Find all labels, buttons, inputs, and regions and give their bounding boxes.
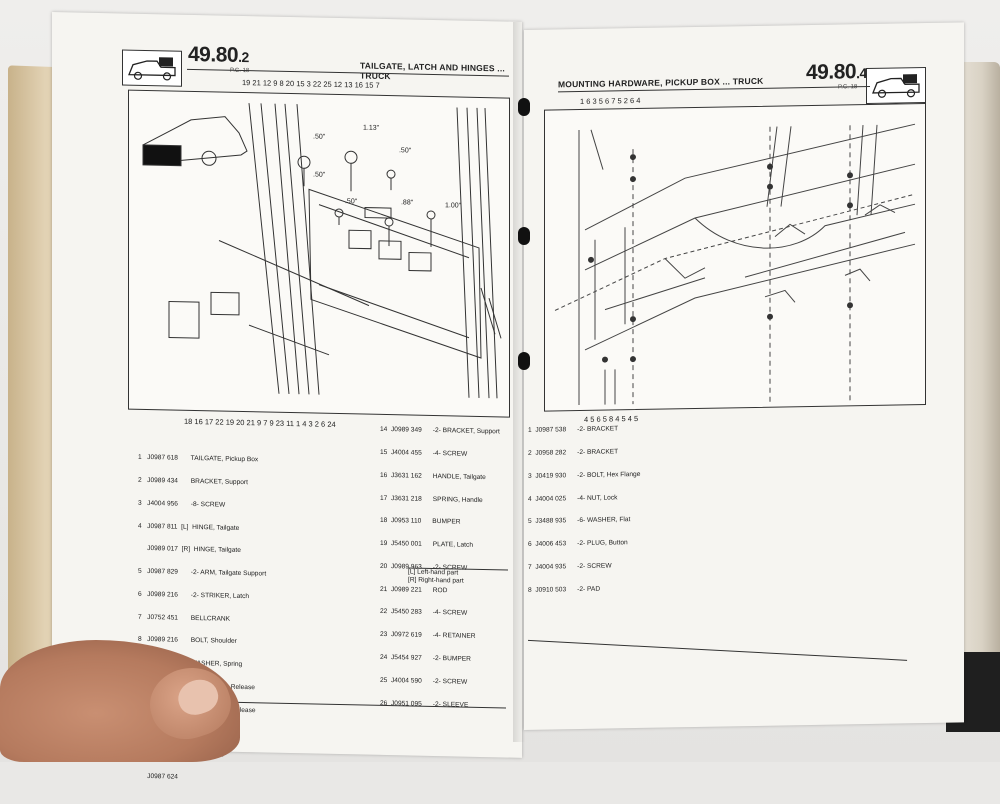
part-row: J0987 624: [138, 772, 178, 781]
part-row: 7 J4004 935 -2- SCREW: [528, 562, 612, 571]
section-number: 49.80.4: [806, 60, 867, 85]
tailgate-exploded-diagram: .50" .50" 1.13" .50" .50" .88" 1.00": [128, 89, 510, 418]
right-page: MOUNTING HARDWARE, PICKUP BOX ... TRUCK …: [524, 22, 964, 731]
part-row: 4 J0987 811 [L] HINGE, Tailgate: [138, 522, 240, 532]
part-row: 5 J3488 935 -6- WASHER, Flat: [528, 516, 631, 526]
part-row: 4 J4004 025 -4- NUT, Lock: [528, 493, 618, 503]
dimension-label: 1.13": [363, 125, 380, 132]
part-row: 1 J0987 538 -2- BRACKET: [528, 425, 619, 435]
part-row: 23 J0972 619 -4- RETAINER: [380, 631, 476, 641]
part-row: 3 J0419 930 -2- BOLT, Hex Flange: [528, 470, 641, 480]
part-row: 6 J4006 453 -2- PLUG, Button: [528, 539, 628, 549]
part-row: 24 J5454 927 -2- BUMPER: [380, 653, 471, 663]
parts-catalog-book: 49.80.2 P.C. 18 TAILGATE, LATCH AND HING…: [8, 12, 1000, 781]
part-row: 2 J0958 282 -2- BRACKET: [528, 448, 619, 457]
diagram-bottom-callouts: 18 16 17 22 19 20 21 9 7 9 23 11 1 4 3 2…: [184, 416, 336, 429]
part-row: 8 J0989 216 BOLT, Shoulder: [138, 636, 237, 646]
dimension-label: .50": [313, 171, 326, 178]
part-row: 1 J0987 618 TAILGATE, Pickup Box: [138, 453, 259, 464]
dimension-label: .88": [401, 199, 414, 206]
bottom-rule: [527, 639, 908, 661]
binder-hole: [518, 352, 530, 370]
part-row: 8 J0910 503 -2- PAD: [528, 585, 601, 594]
binder-hole: [518, 227, 530, 245]
part-row: 25 J4004 590 -2- SCREW: [380, 676, 468, 686]
part-row: 18 J0953 110 BUMPER: [380, 517, 461, 526]
part-row: J0989 017 [R] HINGE, Tailgate: [138, 545, 241, 555]
part-row: 19 J5450 001 PLATE, Latch: [380, 539, 473, 549]
dimension-label: .50": [345, 198, 358, 205]
part-row: 22 J5450 283 -4- SCREW: [380, 608, 468, 618]
mounting-hardware-diagram: [544, 102, 926, 412]
binder-hole: [518, 98, 530, 116]
diagram-top-callouts: 19 21 12 9 8 20 15 3 22 25 12 13 16 15 7: [242, 77, 380, 90]
section-number: 49.80.2: [188, 42, 249, 67]
part-row: 2 J0989 434 BRACKET, Support: [138, 476, 248, 487]
part-row: 14 J0989 349 -2- BRACKET, Support: [380, 426, 500, 436]
part-row: 17 J3631 218 SPRING, Handle: [380, 494, 483, 504]
truck-icon: [122, 49, 182, 87]
tailgate-drawing: .50" .50" 1.13" .50" .50" .88" 1.00": [142, 103, 502, 399]
dimension-label: .50": [313, 133, 326, 140]
dimension-label: 1.00": [445, 202, 462, 209]
left-page: 49.80.2 P.C. 18 TAILGATE, LATCH AND HING…: [52, 12, 522, 781]
part-row: 6 J0989 216 -2- STRIKER, Latch: [138, 590, 250, 601]
truck-icon: [866, 66, 926, 105]
part-row: 5 J0987 829 -2- ARM, Tailgate Support: [138, 567, 267, 578]
part-row: 7 J0752 451 BELLCRANK: [138, 613, 230, 623]
part-row: 16 J3631 162 HANDLE, Tailgate: [380, 471, 486, 481]
pickup-box-drawing: [554, 123, 916, 406]
parts-list: 1 J0987 538 -2- BRACKET 2 J0958 282 -2- …: [528, 410, 640, 609]
part-row: 3 J4004 956 -8- SCREW: [138, 499, 226, 509]
part-side-legend: [L] Left-hand part [R] Right-hand part: [408, 567, 508, 587]
diagram-top-callouts: 1 6 3 5 6 7 5 2 6 4: [580, 95, 641, 107]
part-row: 21 J0989 221 ROD: [380, 585, 448, 594]
part-row: 15 J4004 455 -4- SCREW: [380, 448, 468, 458]
dimension-label: .50": [399, 147, 412, 154]
